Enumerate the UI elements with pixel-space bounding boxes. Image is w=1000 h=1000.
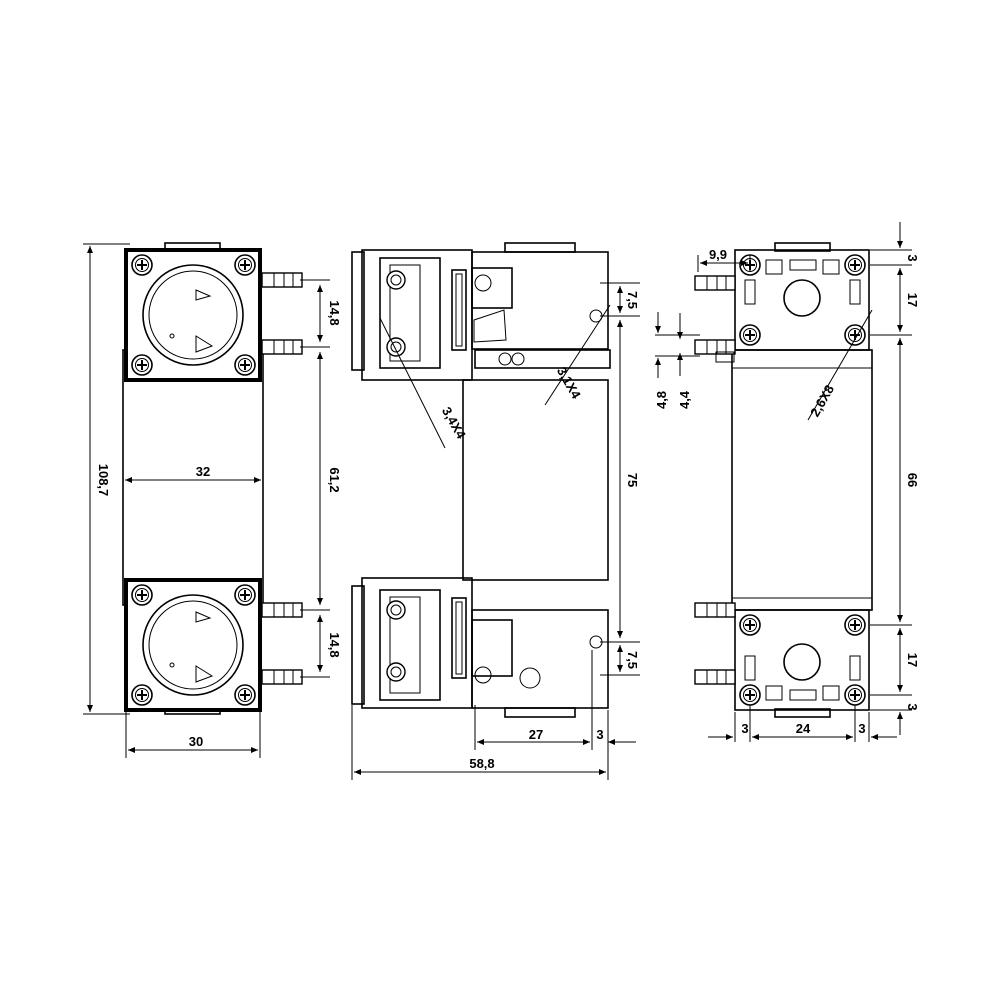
screw-icon [234,684,256,706]
hose-barb-icon [261,602,303,618]
side-lower-flange [351,585,365,705]
screw-icon [131,254,153,276]
screw-icon [131,354,153,376]
note-right-hole: 3,1X4 [554,364,584,402]
end-lower-plate [734,609,870,711]
screw-icon [131,584,153,606]
dim-edge-offset: 3 [596,727,603,742]
hose-barb-icon [694,669,736,685]
dim-bottom-edge: 3 [905,703,920,710]
dim-bottom-hole-spacing: 17 [905,653,920,667]
screw-icon [844,684,866,706]
dim-right-edge: 3 [858,721,865,736]
screw-icon [739,614,761,636]
dim-lower-hole-offset: 7,5 [625,651,640,669]
screw-icon [739,324,761,346]
screw-icon [234,254,256,276]
front-view: 108,7 32 14,8 61,2 14,8 30 [83,242,342,758]
screw-icon [234,584,256,606]
front-motor-body [122,349,264,606]
dim-overall-height: 108,7 [96,464,111,497]
hose-barb-icon [261,339,303,355]
side-view: 3,4X4 3,1X4 7,5 7,5 75 27 3 58,8 [351,242,640,780]
lower-pump-head [124,578,303,712]
dim-overall-length: 58,8 [469,756,494,771]
dim-width: 30 [189,734,203,749]
dim-port-offset: 9,9 [709,247,727,262]
dim-port-outer: 4,8 [654,391,669,409]
dim-head-spacing: 61,2 [327,467,342,492]
dim-upper-port-spacing: 14,8 [327,300,342,325]
dim-inner-width: 32 [196,464,210,479]
dim-top-hole-spacing: 17 [905,293,920,307]
side-upper-flange [351,251,365,371]
dim-top-edge: 3 [905,254,920,261]
end-upper-plate [734,249,870,351]
dim-hole-width: 24 [796,721,811,736]
dim-left-edge: 3 [741,721,748,736]
screw-icon [131,684,153,706]
side-motor-body [462,379,609,581]
dim-hole-spacing: 75 [625,473,640,487]
end-motor-body [731,349,873,611]
hose-barb-icon [261,272,303,288]
screw-icon [739,684,761,706]
dim-hole-to-edge: 27 [529,727,543,742]
hose-barb-icon [694,602,736,618]
upper-pump-head [124,248,303,382]
dim-lower-port-spacing: 14,8 [327,632,342,657]
dim-upper-hole-offset: 7,5 [625,291,640,309]
screw-icon [844,254,866,276]
hose-barb-icon [694,275,736,291]
dim-body-height: 66 [905,473,920,487]
note-mount-holes: 2,6X8 [807,382,837,419]
note-upper-hole: 3,4X4 [439,404,469,442]
dim-port-inner: 4,4 [677,390,692,409]
hose-barb-icon [261,669,303,685]
end-view: 9,9 3 17 66 17 3 4,8 4,4 2,6X8 [654,222,920,742]
screw-icon [844,614,866,636]
screw-icon [234,354,256,376]
